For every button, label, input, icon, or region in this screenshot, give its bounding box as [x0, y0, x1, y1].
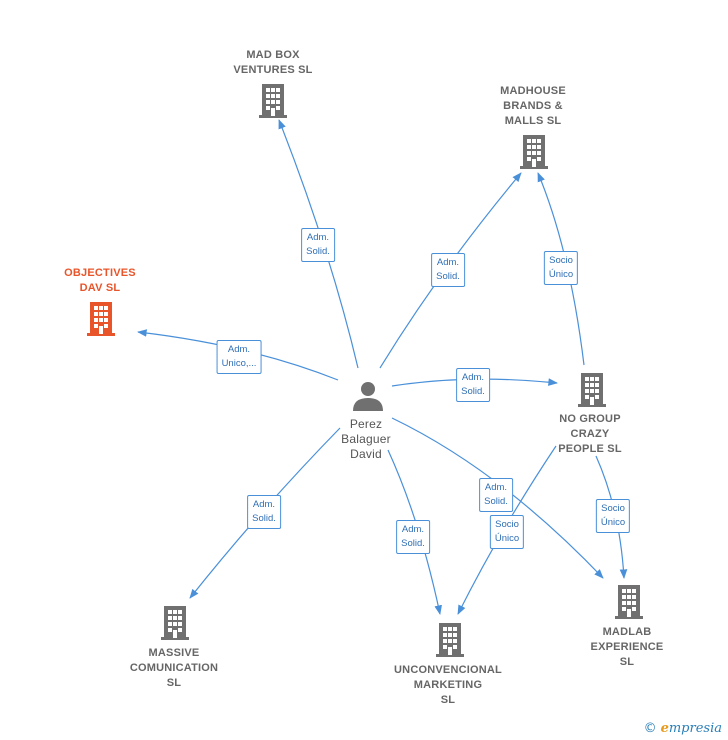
- building-icon[interactable]: [87, 302, 115, 336]
- node-label-mad-box[interactable]: MAD BOX VENTURES SL: [233, 49, 313, 76]
- building-icon[interactable]: [520, 135, 548, 169]
- edge-label-to-objectives: Adm. Unico,...: [216, 340, 262, 374]
- empresia-watermark: ©empresia: [644, 721, 722, 736]
- edge-label-to-no-group: Adm. Solid.: [456, 368, 490, 402]
- building-icon[interactable]: [259, 84, 287, 118]
- edge-label-to-unconvencional: Adm. Solid.: [396, 520, 430, 554]
- edge-label-no-group-to-madhouse: Socio Único: [543, 251, 579, 285]
- building-icon[interactable]: [615, 585, 643, 619]
- node-label-madhouse[interactable]: MADHOUSE BRANDS & MALLS SL: [500, 85, 566, 127]
- edge-label-no-group-to-unconvencional: Socio Único: [489, 515, 525, 549]
- brand-e: e: [660, 721, 669, 736]
- node-label-person[interactable]: Perez Balaguer David: [341, 417, 391, 461]
- edge-label-to-massive: Adm. Solid.: [247, 495, 281, 529]
- building-icon[interactable]: [161, 606, 189, 640]
- node-label-massive[interactable]: MASSIVE COMUNICATION SL: [129, 647, 219, 689]
- node-label-madlab[interactable]: MADLAB EXPERIENCE SL: [590, 626, 664, 668]
- brand-name: mpresia: [668, 721, 722, 736]
- person-icon[interactable]: [353, 382, 383, 411]
- edge-label-no-group-to-madlab: Socio Único: [595, 499, 631, 533]
- edge-label-to-madhouse: Adm. Solid.: [431, 253, 465, 287]
- building-icon[interactable]: [578, 373, 606, 407]
- edge-label-to-mad-box: Adm. Solid.: [301, 228, 335, 262]
- copyright-symbol: ©: [643, 721, 657, 736]
- node-label-unconvencional[interactable]: UNCONVENCIONAL MARKETING SL: [394, 664, 502, 706]
- edge-label-to-madlab: Adm. Solid.: [479, 478, 513, 512]
- node-label-objectives[interactable]: OBJECTIVES DAV SL: [64, 267, 136, 294]
- node-label-no-group[interactable]: NO GROUP CRAZY PEOPLE SL: [558, 413, 622, 455]
- building-icon[interactable]: [436, 623, 464, 657]
